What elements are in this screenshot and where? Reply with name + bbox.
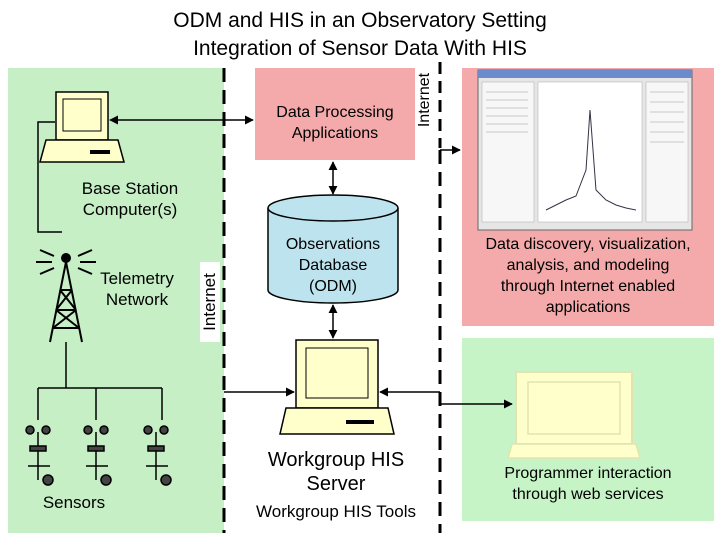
database-cylinder-icon	[267, 194, 399, 304]
sensors-label: Sensors	[42, 493, 106, 512]
data-discovery-label: Data discovery, visualization, analysis,…	[485, 236, 691, 316]
base-station-computer-icon	[39, 91, 125, 163]
telemetry-tower-icon	[36, 249, 96, 343]
title-line-1: ODM and HIS in an Observatory Setting	[173, 9, 547, 32]
weather-sensor-icon	[143, 425, 172, 486]
programmer-computer-icon	[507, 371, 641, 459]
database-label: Observations Database (ODM)	[285, 236, 381, 295]
telemetry-network-label: Telemetry Network	[100, 269, 174, 309]
title-line-2: Integration of Sensor Data With HIS	[193, 37, 527, 60]
internet-label-left: Internet	[200, 262, 220, 342]
programmer-interaction-label: Programmer interaction through web servi…	[504, 465, 672, 503]
connector-tower-to-sensors	[37, 342, 163, 420]
server-computer-icon	[279, 339, 395, 435]
internet-label-top: Internet	[416, 62, 434, 138]
workgroup-tools-label: Workgroup HIS Tools	[256, 502, 416, 521]
base-station-label: Base Station Computer(s)	[81, 179, 179, 219]
connector-base-to-tower	[37, 121, 62, 233]
data-processing-box	[255, 68, 415, 160]
weather-sensor-icon	[25, 425, 54, 486]
workgroup-server-label: Workgroup HIS Server	[267, 449, 405, 495]
data-processing-label: Data Processing Applications	[276, 104, 394, 142]
weather-sensor-icon	[83, 425, 112, 486]
application-window-icon	[477, 69, 693, 231]
